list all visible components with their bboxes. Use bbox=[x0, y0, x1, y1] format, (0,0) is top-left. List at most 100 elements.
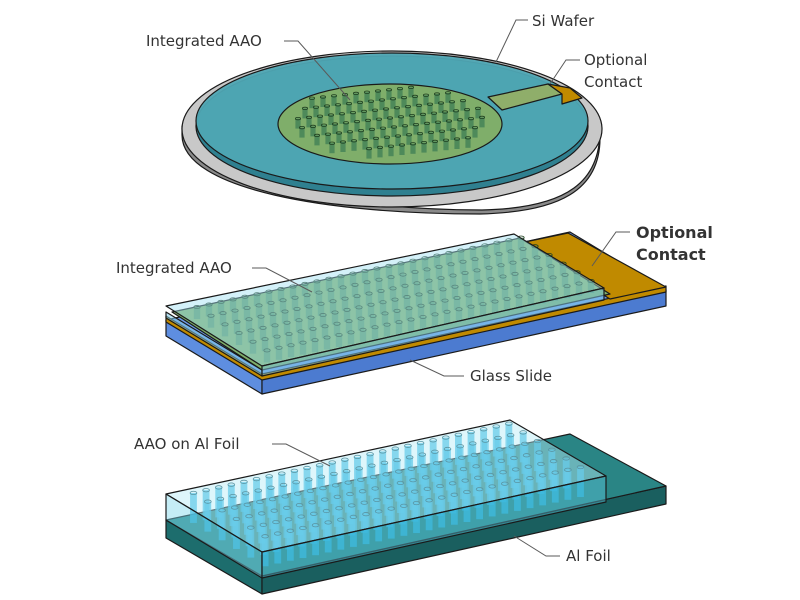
label-wafer-optional-line1: Optional bbox=[584, 51, 647, 69]
slide-pore bbox=[431, 312, 439, 327]
slide-pore bbox=[395, 320, 403, 335]
wafer-pore bbox=[456, 118, 463, 130]
slide-pore bbox=[323, 335, 331, 350]
slide-pore bbox=[493, 240, 501, 255]
wafer-pore bbox=[393, 106, 400, 118]
wafer-pore bbox=[312, 105, 319, 118]
slide-pore bbox=[485, 265, 493, 280]
slide-pore bbox=[559, 261, 567, 276]
slide-pore bbox=[339, 285, 347, 300]
wafer-pore bbox=[419, 112, 426, 125]
slide-pore bbox=[551, 286, 559, 301]
slide-pore bbox=[257, 314, 265, 329]
slide-pore bbox=[423, 267, 431, 282]
wafer-pore bbox=[339, 140, 346, 152]
slide-pore bbox=[217, 299, 225, 314]
al-foil-assembly bbox=[165, 419, 667, 595]
slide-pore bbox=[299, 340, 307, 355]
slide-pore bbox=[503, 296, 511, 311]
slide-pore bbox=[441, 298, 449, 313]
wafer-pore bbox=[353, 120, 360, 132]
slide-pore bbox=[367, 302, 375, 317]
wafer-pore bbox=[338, 112, 345, 124]
wafer-pore bbox=[412, 123, 419, 135]
slide-pore bbox=[483, 254, 491, 269]
slide-pore bbox=[511, 271, 519, 286]
label-al-foil: Al Foil bbox=[566, 547, 611, 565]
wafer-pore bbox=[363, 90, 370, 103]
wafer-pore bbox=[372, 136, 379, 149]
slide-pore bbox=[385, 263, 393, 278]
wafer-pore bbox=[390, 125, 397, 137]
wafer-pore bbox=[356, 100, 363, 113]
slide-pores bbox=[193, 235, 595, 363]
slide-pore bbox=[521, 258, 529, 273]
slide-pore bbox=[245, 317, 253, 332]
wafer-pore bbox=[331, 122, 338, 134]
wafer-optional-contact-pad bbox=[547, 83, 583, 105]
slide-pore bbox=[505, 238, 513, 253]
slide-pore bbox=[425, 278, 433, 293]
wafer-pore bbox=[294, 117, 301, 129]
slide-pore bbox=[243, 305, 251, 320]
slide-pore bbox=[445, 251, 453, 266]
slide-pore bbox=[433, 253, 441, 268]
slide-pore bbox=[365, 291, 373, 306]
slide-pore bbox=[361, 269, 369, 284]
slide-pore bbox=[325, 276, 333, 291]
wafer-pore bbox=[431, 139, 438, 152]
foil-aao-block-side bbox=[261, 475, 607, 579]
slide-pore bbox=[329, 299, 337, 314]
wafer-pore bbox=[360, 109, 367, 122]
wafer-pore bbox=[452, 109, 459, 121]
wafer-pore bbox=[301, 106, 308, 119]
slide-pore bbox=[355, 305, 363, 320]
slide-pore bbox=[467, 304, 475, 319]
slide-pore bbox=[455, 307, 463, 322]
slide-pore bbox=[377, 288, 385, 303]
wafer-pore bbox=[433, 92, 440, 104]
wafer-pore bbox=[471, 126, 478, 138]
slide-pore bbox=[303, 293, 311, 308]
slide-glass-block-side bbox=[261, 287, 605, 377]
wafer-pore bbox=[341, 93, 348, 105]
slide-pore bbox=[309, 326, 317, 341]
slide-pore bbox=[359, 327, 367, 342]
slide-pore bbox=[363, 280, 371, 295]
slide-pore bbox=[523, 269, 531, 284]
wafer-pore bbox=[308, 96, 315, 109]
slide-pore bbox=[357, 316, 365, 331]
slide-pore bbox=[515, 294, 523, 309]
slide-pore bbox=[207, 313, 215, 328]
slide-pore bbox=[501, 285, 509, 300]
wafer-pore bbox=[323, 104, 330, 116]
slide-pore bbox=[341, 296, 349, 311]
slide-pore bbox=[255, 303, 263, 318]
slide-pore bbox=[291, 295, 299, 310]
slide-pore bbox=[391, 297, 399, 312]
slide-pore bbox=[307, 315, 315, 330]
slide-pore bbox=[383, 322, 391, 337]
slide-pore bbox=[313, 279, 321, 294]
slide-pore bbox=[497, 263, 505, 278]
slide-pore bbox=[563, 284, 571, 299]
slide-pore bbox=[561, 272, 569, 287]
slide-pore bbox=[457, 248, 465, 263]
slide-pore bbox=[193, 305, 201, 320]
slide-pore bbox=[327, 287, 335, 302]
slide-pore bbox=[429, 301, 437, 316]
slide-pore bbox=[287, 343, 295, 358]
wafer-pore bbox=[350, 139, 357, 151]
wafer-pore bbox=[320, 123, 327, 136]
slide-pore bbox=[465, 293, 473, 308]
wafer-pore bbox=[365, 147, 372, 159]
slide-pore bbox=[349, 271, 357, 286]
slide-pore bbox=[241, 294, 249, 309]
wafer-pore bbox=[411, 94, 418, 107]
label-slide-optional-line1: Optional bbox=[636, 223, 713, 242]
slide-pore bbox=[419, 314, 427, 329]
slide-pore bbox=[389, 286, 397, 301]
foil-pore bbox=[247, 525, 255, 558]
wafer-pore bbox=[316, 114, 323, 127]
slide-pore bbox=[573, 270, 581, 285]
